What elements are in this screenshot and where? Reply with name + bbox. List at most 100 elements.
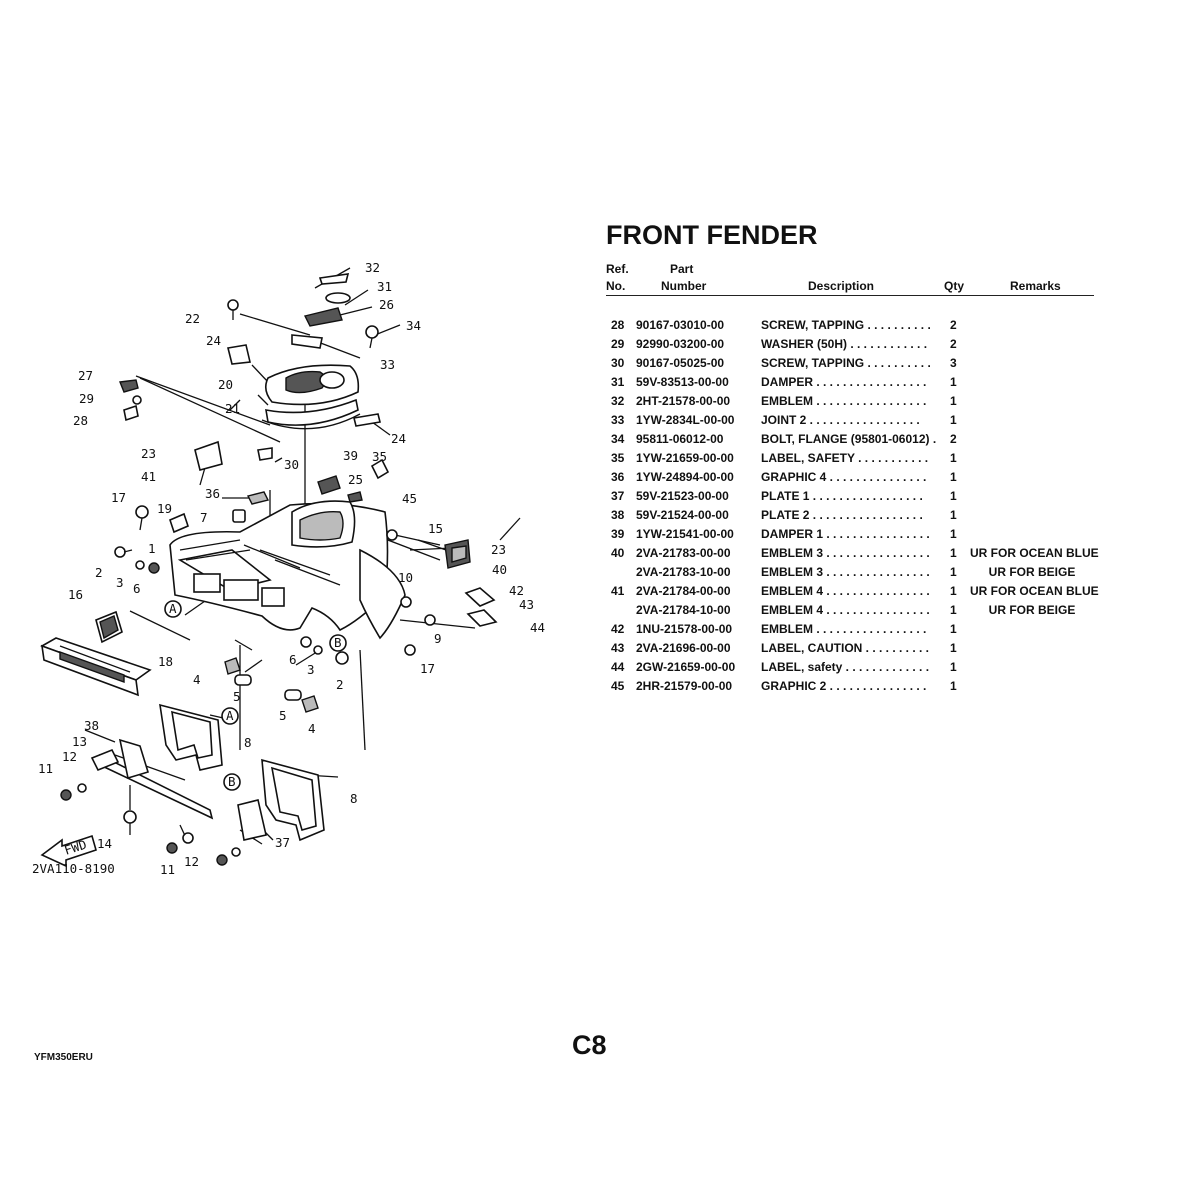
quantity: 1 (950, 546, 957, 560)
quantity: 1 (950, 394, 957, 408)
front-grille (40, 637, 152, 697)
callout: 7 (200, 510, 208, 525)
callout: 26 (379, 297, 394, 312)
quantity: 3 (950, 356, 957, 370)
part-number: 1YW-24894-00-00 (636, 470, 734, 484)
callout: 2 (95, 565, 103, 580)
callout: 16 (68, 587, 83, 602)
callout: 17 (111, 490, 126, 505)
marker-a: A (226, 708, 234, 723)
callout: 41 (141, 469, 156, 484)
ref-no: 34 (611, 432, 625, 446)
description: EMBLEM 3 . . . . . . . . . . . . . . . . (761, 565, 930, 579)
bracket-assembly (60, 738, 267, 866)
table-row: 38 59V-21524-00-00 PLATE 2 . . . . . . .… (606, 508, 1094, 527)
header-ref: Ref. (606, 262, 629, 276)
callout: 2 (336, 677, 344, 692)
table-row: 44 2GW-21659-00-00 LABEL, safety . . . .… (606, 660, 1094, 679)
table-row: 29 92990-03200-00 WASHER (50H) . . . . .… (606, 337, 1094, 356)
table-row: 35 1YW-21659-00-00 LABEL, SAFETY . . . .… (606, 451, 1094, 470)
ref-no: 37 (611, 489, 625, 503)
callout: 45 (402, 491, 417, 506)
callout: 22 (185, 311, 200, 326)
callout: 9 (434, 631, 442, 646)
header-description: Description (808, 279, 875, 293)
ref-no: 43 (611, 641, 625, 655)
callout: 10 (398, 570, 413, 585)
quantity: 1 (950, 375, 957, 389)
ref-no: 39 (611, 527, 625, 541)
callout: 8 (350, 791, 358, 806)
callout: 17 (420, 661, 435, 676)
description: LABEL, SAFETY . . . . . . . . . . . (761, 451, 929, 465)
table-row: 42 1NU-21578-00-00 EMBLEM . . . . . . . … (606, 622, 1094, 641)
table-row: 36 1YW-24894-00-00 GRAPHIC 4 . . . . . .… (606, 470, 1094, 489)
part-number: 90167-05025-00 (636, 356, 725, 370)
description: EMBLEM 4 . . . . . . . . . . . . . . . . (761, 603, 930, 617)
callout-numbers: 1 2 2 3 3 4 4 5 5 6 6 7 8 8 9 10 11 11 1… (32, 260, 545, 877)
description: EMBLEM . . . . . . . . . . . . . . . . . (761, 394, 927, 408)
table-row: 32 2HT-21578-00-00 EMBLEM . . . . . . . … (606, 394, 1094, 413)
table-row: 30 90167-05025-00 SCREW, TAPPING . . . .… (606, 356, 1094, 375)
callout: 37 (275, 835, 290, 850)
small-parts (114, 273, 498, 713)
ref-no: 35 (611, 451, 625, 465)
description: EMBLEM 3 . . . . . . . . . . . . . . . . (761, 546, 930, 560)
fender-body (169, 500, 406, 640)
page-title: FRONT FENDER (606, 220, 818, 250)
description: PLATE 1 . . . . . . . . . . . . . . . . … (761, 489, 923, 503)
callout: 24 (206, 333, 221, 348)
description: SCREW, TAPPING . . . . . . . . . . (761, 356, 931, 370)
marker-a: A (169, 601, 177, 616)
section-markers: A A B B (164, 600, 347, 791)
callout: 24 (391, 431, 406, 446)
ref-no: 44 (611, 660, 625, 674)
part-number: 1NU-21578-00-00 (636, 622, 733, 636)
header-no: No. (606, 279, 626, 293)
table-row: 41 2VA-21784-00-00 EMBLEM 4 . . . . . . … (606, 584, 1099, 603)
callout: 30 (284, 457, 299, 472)
description: EMBLEM 4 . . . . . . . . . . . . . . . . (761, 584, 930, 598)
header-remarks: Remarks (1010, 279, 1061, 293)
callout: 35 (372, 449, 387, 464)
callout: 29 (79, 391, 94, 406)
callout: 38 (84, 718, 99, 733)
callout: 5 (279, 708, 287, 723)
description: SCREW, TAPPING . . . . . . . . . . (761, 318, 931, 332)
callout: 44 (530, 620, 545, 635)
table-row: 28 90167-03010-00 SCREW, TAPPING . . . .… (606, 318, 1094, 337)
table-row: 39 1YW-21541-00-00 DAMPER 1 . . . . . . … (606, 527, 1094, 546)
description: LABEL, CAUTION . . . . . . . . . . (761, 641, 930, 655)
callout: 4 (193, 672, 201, 687)
description: JOINT 2 . . . . . . . . . . . . . . . . … (761, 413, 920, 427)
quantity: 1 (950, 527, 957, 541)
ref-no: 28 (611, 318, 625, 332)
part-number: 2VA-21784-00-00 (636, 584, 731, 598)
callout: 6 (289, 652, 297, 667)
parts-table: Ref. No. Part Number Description Qty Rem… (606, 261, 1099, 698)
table-row: 34 95811-06012-00 BOLT, FLANGE (95801-06… (606, 432, 1094, 451)
callout: 32 (365, 260, 380, 275)
description: GRAPHIC 4 . . . . . . . . . . . . . . . (761, 470, 927, 484)
quantity: 1 (950, 451, 957, 465)
callout: 14 (97, 836, 112, 851)
header-qty: Qty (944, 279, 965, 293)
fwd-label: FWD (62, 837, 88, 858)
callout: 23 (141, 446, 156, 461)
callout: 1 (148, 541, 156, 556)
callout: 4 (308, 721, 316, 736)
part-number: 1YW-21659-00-00 (636, 451, 734, 465)
part-number: 2HR-21579-00-00 (636, 679, 733, 693)
callout: 11 (160, 862, 175, 877)
description: WASHER (50H) . . . . . . . . . . . . (761, 337, 928, 351)
callout: 6 (133, 581, 141, 596)
callout: 21 (225, 401, 240, 416)
callout: 12 (62, 749, 77, 764)
description: BOLT, FLANGE (95801-06012) . (761, 432, 937, 446)
callout: 33 (380, 357, 395, 372)
remarks: UR FOR BEIGE (988, 565, 1076, 579)
part-number: 2VA-21696-00-00 (636, 641, 731, 655)
table-body: 28 90167-03010-00 SCREW, TAPPING . . . .… (606, 318, 1099, 698)
part-number: 59V-21523-00-00 (636, 489, 729, 503)
quantity: 1 (950, 584, 957, 598)
